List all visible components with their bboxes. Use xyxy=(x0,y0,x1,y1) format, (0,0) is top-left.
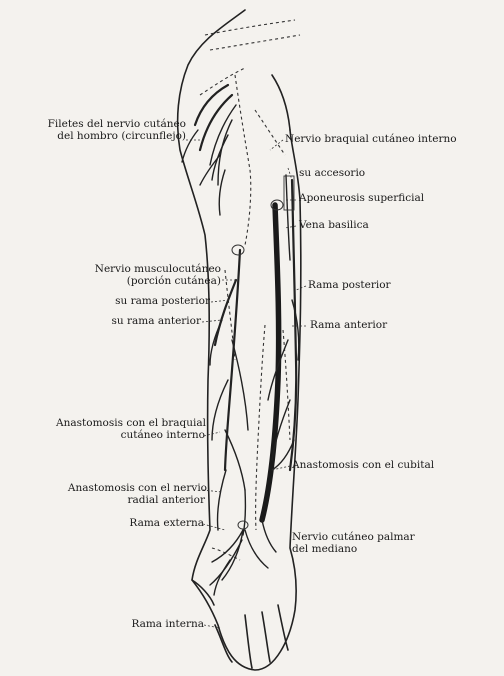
basilic-vein xyxy=(262,205,279,520)
label-palmar-cutaneous-line2: del mediano xyxy=(292,544,357,555)
label-its-posterior-branch: su rama posterior xyxy=(115,296,210,307)
musculocutaneous-nerve xyxy=(210,250,248,535)
label-anastomosis-brachial-line2: cutáneo interno xyxy=(121,430,205,441)
arm-outline xyxy=(178,10,301,670)
circumflex-nerve-filaments xyxy=(182,85,236,215)
perforation-markers xyxy=(232,176,294,529)
label-anastomosis-radial-line1: Anastomosis con el nervio xyxy=(68,483,207,494)
medial-cutaneous-nerve xyxy=(290,180,296,470)
label-musculocutaneous-line1: Nervio musculocutáneo xyxy=(95,264,221,275)
label-basilic-vein: Vena basilica xyxy=(299,220,369,231)
label-musculocutaneous-line2: (porción cutánea) xyxy=(127,276,221,287)
label-circumflex-filaments-line2: del hombro (circunflejo) xyxy=(57,131,186,142)
label-posterior-branch: Rama posterior xyxy=(308,280,391,291)
label-anterior-branch: Rama anterior xyxy=(310,320,387,331)
label-anastomosis-brachial-line1: Anastomosis con el braquial xyxy=(56,418,206,429)
label-palmar-cutaneous-line1: Nervio cutáneo palmar xyxy=(292,532,415,543)
label-internal-branch: Rama interna xyxy=(131,619,204,630)
accessory-nerve xyxy=(286,175,290,260)
label-anastomosis-radial-line2: radial anterior xyxy=(128,495,206,506)
label-external-branch: Rama externa xyxy=(129,518,204,529)
hand-nerve-branches xyxy=(210,520,276,595)
label-circumflex-filaments-line1: Filetes del nervio cutáneo xyxy=(48,119,186,130)
label-its-anterior-branch: su rama anterior xyxy=(112,316,202,327)
label-accessory: su accesorio xyxy=(299,168,365,179)
label-medial-brachial-cutaneous: Nervio braquial cutáneo interno xyxy=(285,134,457,145)
label-superficial-aponeurosis: Aponeurosis superficial xyxy=(299,193,424,204)
label-anastomosis-ulnar: Anastomosis con el cubital xyxy=(292,460,434,471)
